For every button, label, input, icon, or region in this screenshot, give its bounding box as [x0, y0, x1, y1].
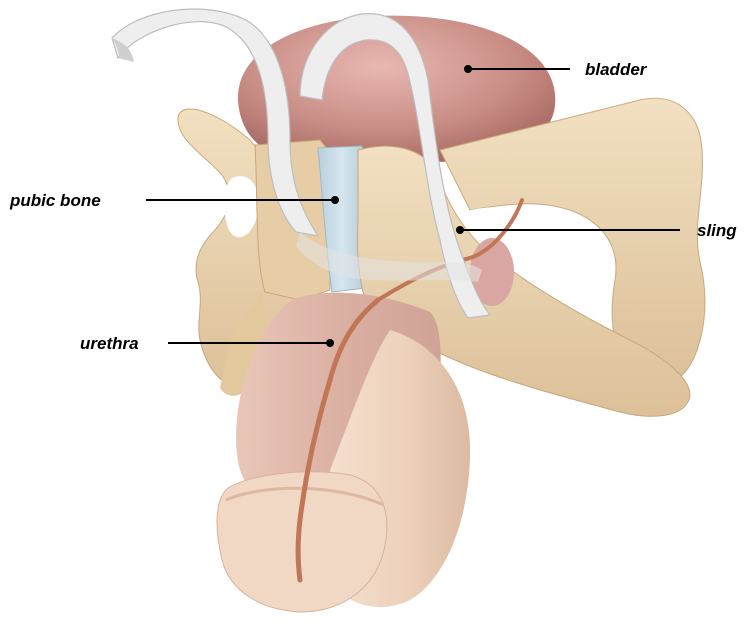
label-sling: sling	[697, 221, 737, 240]
label-urethra: urethra	[80, 334, 139, 353]
label-bladder: bladder	[585, 60, 648, 79]
label-pubic-bone: pubic bone	[9, 191, 101, 210]
